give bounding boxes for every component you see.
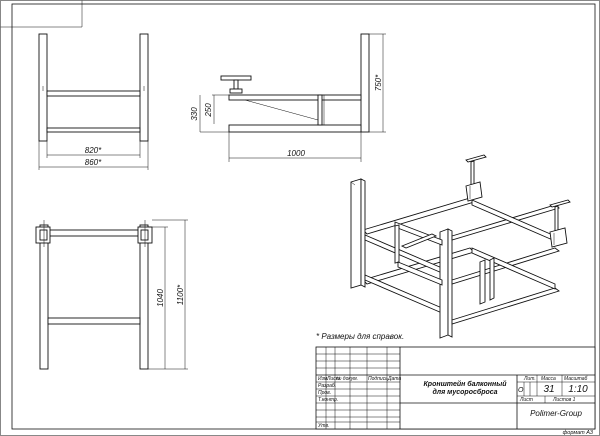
role-tech-control: Т.контр. xyxy=(318,397,338,403)
header-doc-number: № докум. xyxy=(336,376,358,382)
sheet-label: Лист xyxy=(519,397,533,403)
dimension-860: 860* xyxy=(85,158,102,167)
dimension-250: 250 xyxy=(204,103,213,118)
drawing-title-line1: Кронштейн балконный xyxy=(424,380,508,388)
col-letter: Лит. xyxy=(523,376,536,382)
header-signature: Подпись xyxy=(368,376,388,382)
col-scale: Масштаб xyxy=(564,376,588,382)
dimension-1000: 1000 xyxy=(287,149,305,158)
company-name: Polimer-Group xyxy=(530,409,582,418)
isometric-view xyxy=(350,154,571,339)
dimension-750: 750* xyxy=(374,74,383,91)
reference-note: * Размеры для справок. xyxy=(316,332,404,341)
plan-view: 1040 1100* xyxy=(35,219,188,370)
dimension-1040: 1040 xyxy=(156,289,165,307)
role-developer: Разраб. xyxy=(318,383,336,389)
side-view: 330 250 750* 1000 xyxy=(190,33,386,162)
dimension-820: 820* xyxy=(85,146,102,155)
role-checker: Пров. xyxy=(318,390,331,396)
drawing-title-line2: для мусоросброса xyxy=(432,388,497,396)
col-mass: Масса xyxy=(541,376,556,382)
sheets-count: Листов 1 xyxy=(552,397,576,403)
sheet-format: формат А3 xyxy=(563,430,594,436)
header-izm: Изм. xyxy=(318,376,329,382)
mass-value: 31 xyxy=(543,384,554,395)
front-view: 820* 860* xyxy=(38,33,149,170)
scale-value: 1:10 xyxy=(568,384,588,395)
header-list: Лист xyxy=(326,376,340,382)
dimension-1100: 1100* xyxy=(176,284,185,305)
role-approved: Утв. xyxy=(318,423,329,429)
title-block: Изм. Лист № докум. Подпись Дата Разраб. … xyxy=(315,346,596,430)
dimension-330: 330 xyxy=(190,107,199,121)
header-date: Дата xyxy=(387,376,401,382)
letter-value: О xyxy=(518,387,524,394)
